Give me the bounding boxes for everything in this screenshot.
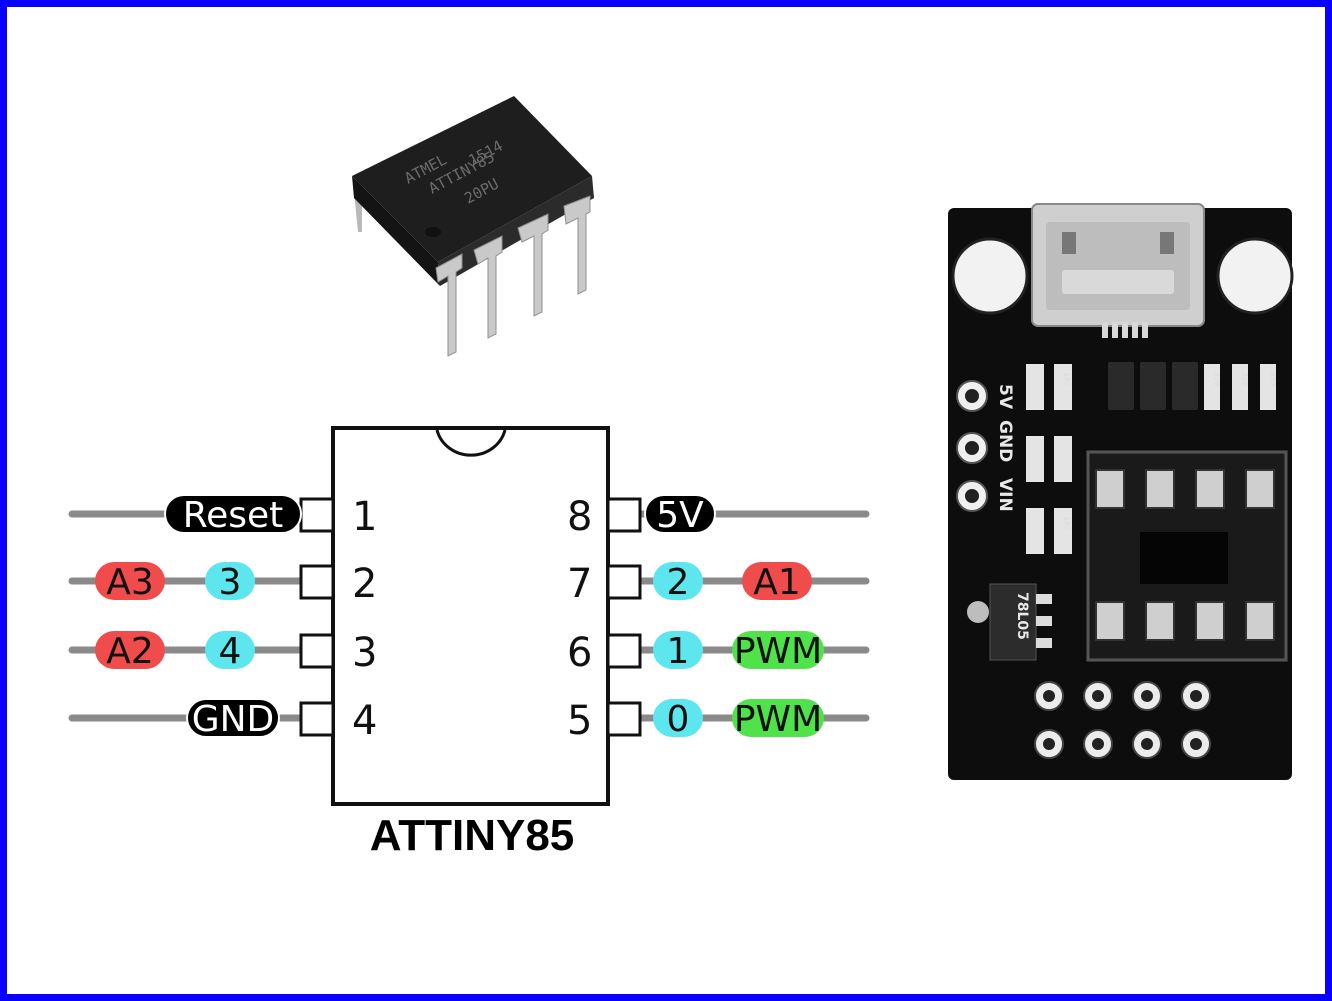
pin-box-6: [606, 633, 642, 669]
pin-5-label-2-text: PWM: [734, 699, 822, 740]
pin-box-4: [299, 701, 335, 737]
pin-7-label-2-pill: [742, 562, 812, 600]
pin-number-1: 1: [352, 494, 377, 540]
pin-7-label-1-pill: [653, 562, 703, 600]
pin-number-4: 4: [352, 698, 377, 744]
pin-3-label-2-text: 4: [219, 631, 242, 672]
pin-6-label-2-text: PWM: [734, 631, 822, 672]
pin-6-label-1-pill: [653, 631, 703, 669]
resistor-code-3: 220: [1212, 372, 1221, 387]
regulator-marking: 78L05: [1014, 592, 1030, 640]
pin-box-2: [299, 564, 335, 600]
pin-2-label-2-text: 3: [219, 562, 242, 603]
pin-3-label-1-text: A2: [106, 631, 154, 672]
pin-number-3: 3: [352, 630, 377, 676]
pin-5-label-1-pill: [653, 699, 703, 737]
resistor-code-4: 220: [1240, 372, 1249, 387]
pin-3-label-2-pill: [205, 631, 255, 669]
resistor-code-5: 152: [1268, 372, 1277, 387]
resistor-code-1: 102: [1062, 372, 1071, 387]
pin-number-7: 7: [567, 561, 592, 607]
pin-6-label-2-pill: [732, 631, 824, 669]
resistor-code-2: 102: [1062, 516, 1071, 531]
pin-box-7: [606, 564, 642, 600]
pin-3-label-1-pill: [95, 631, 165, 669]
pin-2-label-1-pill: [95, 562, 165, 600]
pin-8-label-1-text: 5V: [656, 495, 704, 536]
pin-number-8: 8: [567, 494, 592, 540]
chip-notch: [435, 429, 507, 457]
attiny85-chip-photo: ATMEL 1514 ATTINY85 20PU: [352, 96, 594, 357]
silk-gnd: GND: [995, 420, 1015, 462]
pin-5-label-1-text: 0: [667, 699, 690, 740]
pin-1-label-1-text: Reset: [183, 495, 284, 536]
pin-7-label-1-text: 2: [667, 562, 690, 603]
programmer-board-photo: 102 102 220 220 152 5V GND VIN 78L05: [948, 203, 1294, 780]
pin-box-8: [606, 497, 642, 533]
pin-box-3: [299, 633, 335, 669]
pin-2-label-1-text: A3: [106, 562, 154, 603]
chip-body-outline: [331, 426, 610, 806]
pin-number-2: 2: [352, 561, 377, 607]
pin-boxes: [299, 497, 642, 737]
pin-2-label-2-pill: [205, 562, 255, 600]
pin-box-1: [299, 497, 335, 533]
pin-4-label-1-text: GND: [192, 699, 275, 740]
pin-5-label-2-pill: [732, 699, 824, 737]
pin-6-label-1-text: 1: [667, 631, 690, 672]
pin-1-label-1-pill: [164, 494, 302, 534]
silk-vin: VIN: [995, 478, 1015, 512]
pin-4-label-1-pill: [186, 698, 280, 738]
pin-number-5: 5: [567, 698, 592, 744]
pin-number-6: 6: [567, 630, 592, 676]
pin-8-label-1-pill: [644, 494, 716, 534]
silk-5v: 5V: [995, 384, 1015, 410]
chip-title: ATTINY85: [370, 811, 575, 860]
pin-7-label-2-text: A1: [753, 562, 801, 603]
pin-box-5: [606, 701, 642, 737]
